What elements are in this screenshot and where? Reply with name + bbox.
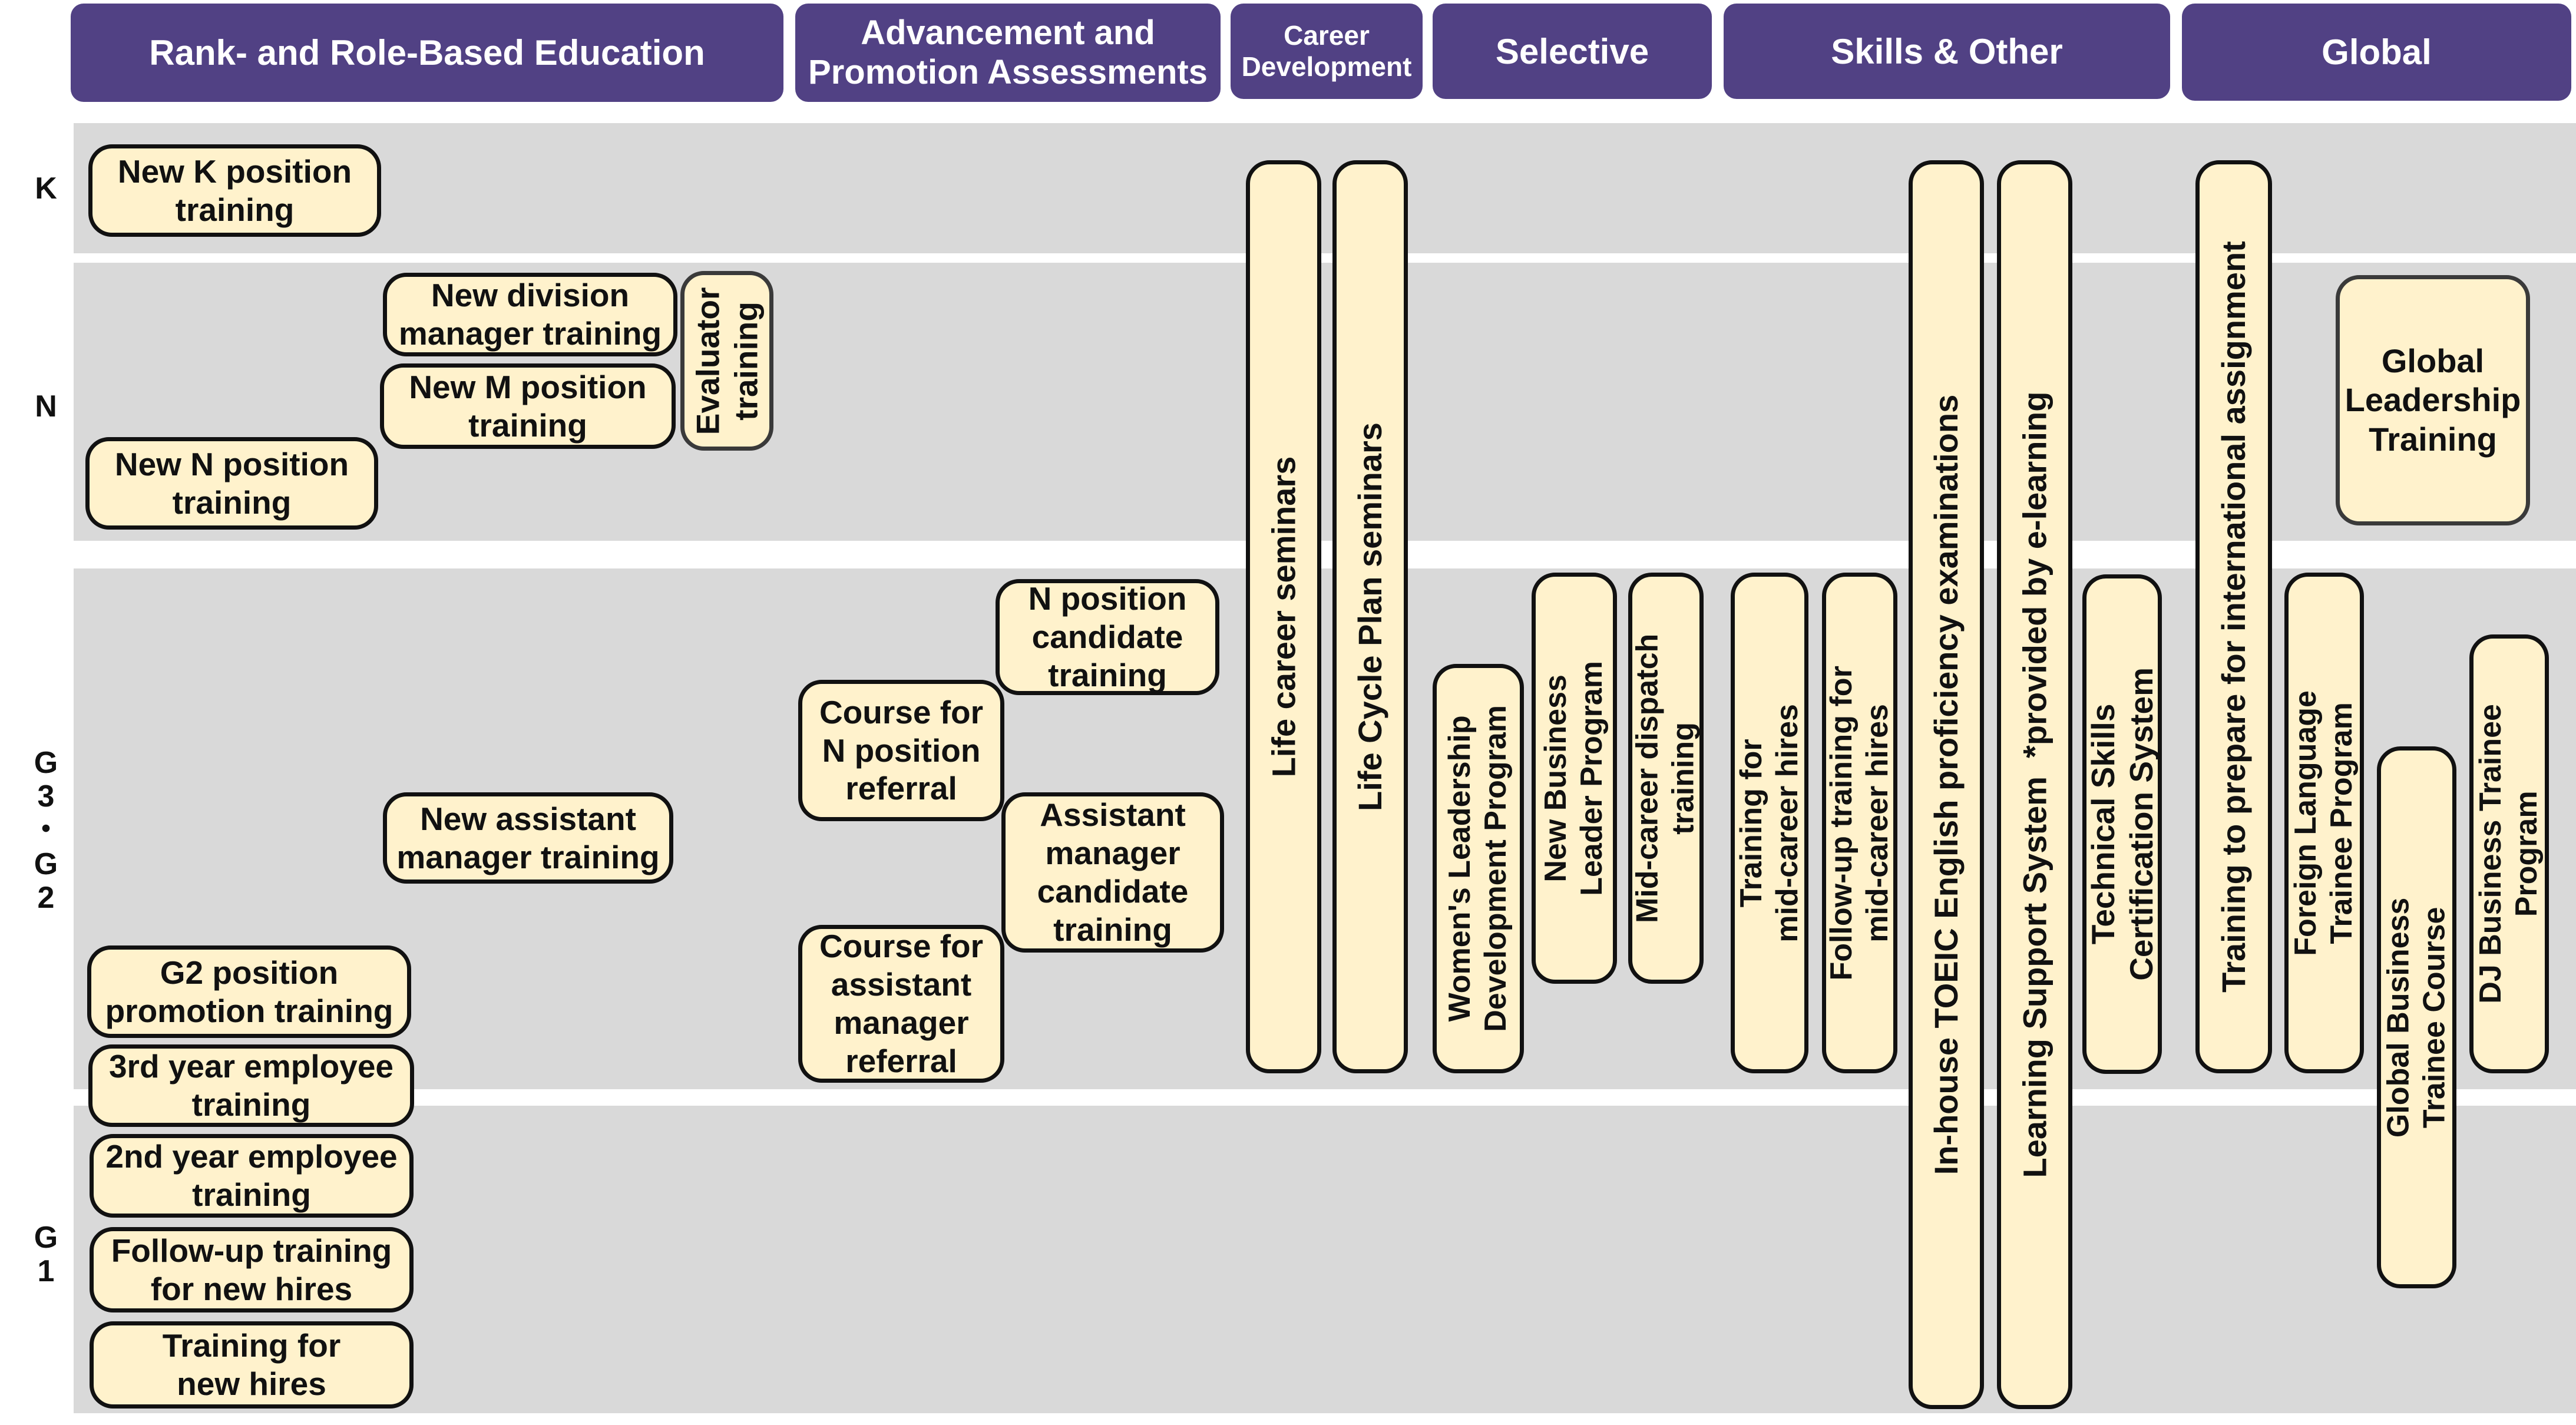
header-label: Career Development — [1241, 20, 1412, 82]
header-label: Global — [2322, 32, 2432, 72]
program-2nd-year-employee-training[interactable]: 2nd year employee training — [90, 1134, 414, 1218]
program-training-for-new-hires[interactable]: Training for new hires — [90, 1321, 414, 1409]
program-follow-up-training-new-hires[interactable]: Follow-up training for new hires — [90, 1227, 414, 1312]
program-new-business-leader[interactable]: New Business Leader Program — [1532, 573, 1617, 984]
program-label: N position candidate training — [1028, 580, 1187, 693]
row-label-text: K — [35, 171, 57, 206]
row-label-text: G 1 — [34, 1220, 58, 1288]
row-label-g1: G 1 — [16, 1214, 75, 1296]
program-learning-support-system[interactable]: Learning Support System *provided by e-l… — [1997, 160, 2072, 1409]
program-label: 3rd year employee training — [108, 1048, 394, 1123]
program-new-division-manager-training[interactable]: New division manager training — [383, 273, 677, 356]
row-band-g1 — [74, 1106, 2576, 1413]
program-label: Mid-career dispatch training — [1630, 633, 1701, 923]
program-foreign-language-trainee[interactable]: Foreign Language Trainee Program — [2284, 573, 2364, 1073]
program-label: G2 position promotion training — [105, 954, 393, 1029]
program-international-assignment-prep[interactable]: Training to prepare for international as… — [2195, 160, 2272, 1073]
program-technical-skills-certification[interactable]: Technical Skills Certification System — [2082, 574, 2162, 1074]
program-label: New division manager training — [398, 277, 662, 352]
program-label: Training for new hires — [162, 1327, 341, 1402]
program-new-assistant-manager-training[interactable]: New assistant manager training — [383, 792, 673, 884]
program-life-career-seminars[interactable]: Life career seminars — [1246, 160, 1321, 1073]
header-global: Global — [2182, 4, 2571, 101]
header-advancement-promotion: Advancement and Promotion Assessments — [795, 4, 1221, 102]
program-course-n-position-referral[interactable]: Course for N position referral — [798, 680, 1004, 821]
header-label: Rank- and Role-Based Education — [149, 33, 705, 72]
program-label: Global Leadership Training — [2344, 342, 2521, 458]
program-evaluator-training[interactable]: Evaluator training — [680, 271, 773, 451]
program-label: Global Business Trainee Course — [2381, 897, 2452, 1138]
row-label-text: G 3 ・ G 2 — [30, 746, 61, 915]
program-label: In-house TOEIC English proficiency exami… — [1927, 394, 1965, 1175]
program-womens-leadership-development[interactable]: Women's Leadership Development Program — [1433, 664, 1524, 1073]
program-new-n-position-training[interactable]: New N position training — [85, 437, 378, 530]
row-band-k — [74, 123, 2576, 253]
program-label: Course for assistant manager referral — [819, 928, 984, 1079]
program-n-position-candidate-training[interactable]: N position candidate training — [996, 579, 1219, 695]
program-label: Foreign Language Trainee Program — [2289, 690, 2359, 956]
row-label-k: K — [16, 165, 75, 212]
program-dj-business-trainee[interactable]: DJ Business Trainee Program — [2469, 634, 2549, 1073]
header-label: Advancement and Promotion Assessments — [808, 13, 1208, 91]
program-follow-up-mid-career-hires[interactable]: Follow-up training for mid-career hires — [1822, 573, 1897, 1073]
program-3rd-year-employee-training[interactable]: 3rd year employee training — [88, 1044, 414, 1127]
program-g2-position-promotion-training[interactable]: G2 position promotion training — [87, 945, 411, 1038]
program-new-k-position-training[interactable]: New K position training — [88, 144, 381, 237]
program-label: Technical Skills Certification System — [2084, 667, 2160, 981]
program-in-house-toeic[interactable]: In-house TOEIC English proficiency exami… — [1909, 160, 1984, 1409]
header-label: Skills & Other — [1831, 31, 2063, 71]
program-course-assistant-manager-referral[interactable]: Course for assistant manager referral — [798, 925, 1004, 1083]
program-label: 2nd year employee training — [105, 1138, 398, 1213]
row-label-text: N — [35, 389, 57, 424]
program-global-leadership-training[interactable]: Global Leadership Training — [2336, 275, 2530, 525]
program-new-m-position-training[interactable]: New M position training — [380, 363, 676, 449]
program-label: Training for mid-career hires — [1734, 703, 1804, 943]
program-label: Follow-up training for new hires — [111, 1232, 392, 1307]
program-label: Follow-up training for mid-career hires — [1824, 665, 1895, 981]
program-label: New Business Leader Program — [1539, 660, 1609, 896]
program-global-business-trainee-course[interactable]: Global Business Trainee Course — [2377, 746, 2456, 1288]
header-label: Selective — [1495, 31, 1649, 71]
program-label: Training to prepare for international as… — [2214, 241, 2252, 993]
header-selective: Selective — [1433, 4, 1712, 99]
row-label-g3-g2: G 3 ・ G 2 — [16, 730, 75, 931]
program-assistant-manager-candidate-training[interactable]: Assistant manager candidate training — [1001, 792, 1224, 953]
header-rank-role-based: Rank- and Role-Based Education — [71, 4, 783, 102]
program-mid-career-dispatch-training[interactable]: Mid-career dispatch training — [1628, 573, 1704, 984]
program-label: Evaluator training — [689, 287, 764, 435]
program-label: New K position training — [117, 153, 352, 228]
program-label: DJ Business Trainee Program — [2474, 704, 2544, 1004]
row-label-n: N — [16, 383, 75, 430]
program-label: New assistant manager training — [396, 800, 660, 875]
program-label: Learning Support System *provided by e-l… — [2015, 391, 2053, 1178]
program-life-cycle-plan-seminars[interactable]: Life Cycle Plan seminars — [1332, 160, 1408, 1073]
header-career-development: Career Development — [1231, 4, 1423, 99]
header-skills-other: Skills & Other — [1724, 4, 2170, 99]
program-label: Assistant manager candidate training — [1037, 796, 1189, 948]
program-label: Course for N position referral — [819, 693, 984, 807]
program-training-mid-career-hires[interactable]: Training for mid-career hires — [1731, 573, 1808, 1073]
program-label: New N position training — [114, 445, 349, 521]
program-label: Life Cycle Plan seminars — [1351, 422, 1388, 811]
program-label: New M position training — [409, 368, 647, 444]
program-label: Women's Leadership Development Program — [1443, 705, 1513, 1032]
program-label: Life career seminars — [1264, 456, 1302, 778]
